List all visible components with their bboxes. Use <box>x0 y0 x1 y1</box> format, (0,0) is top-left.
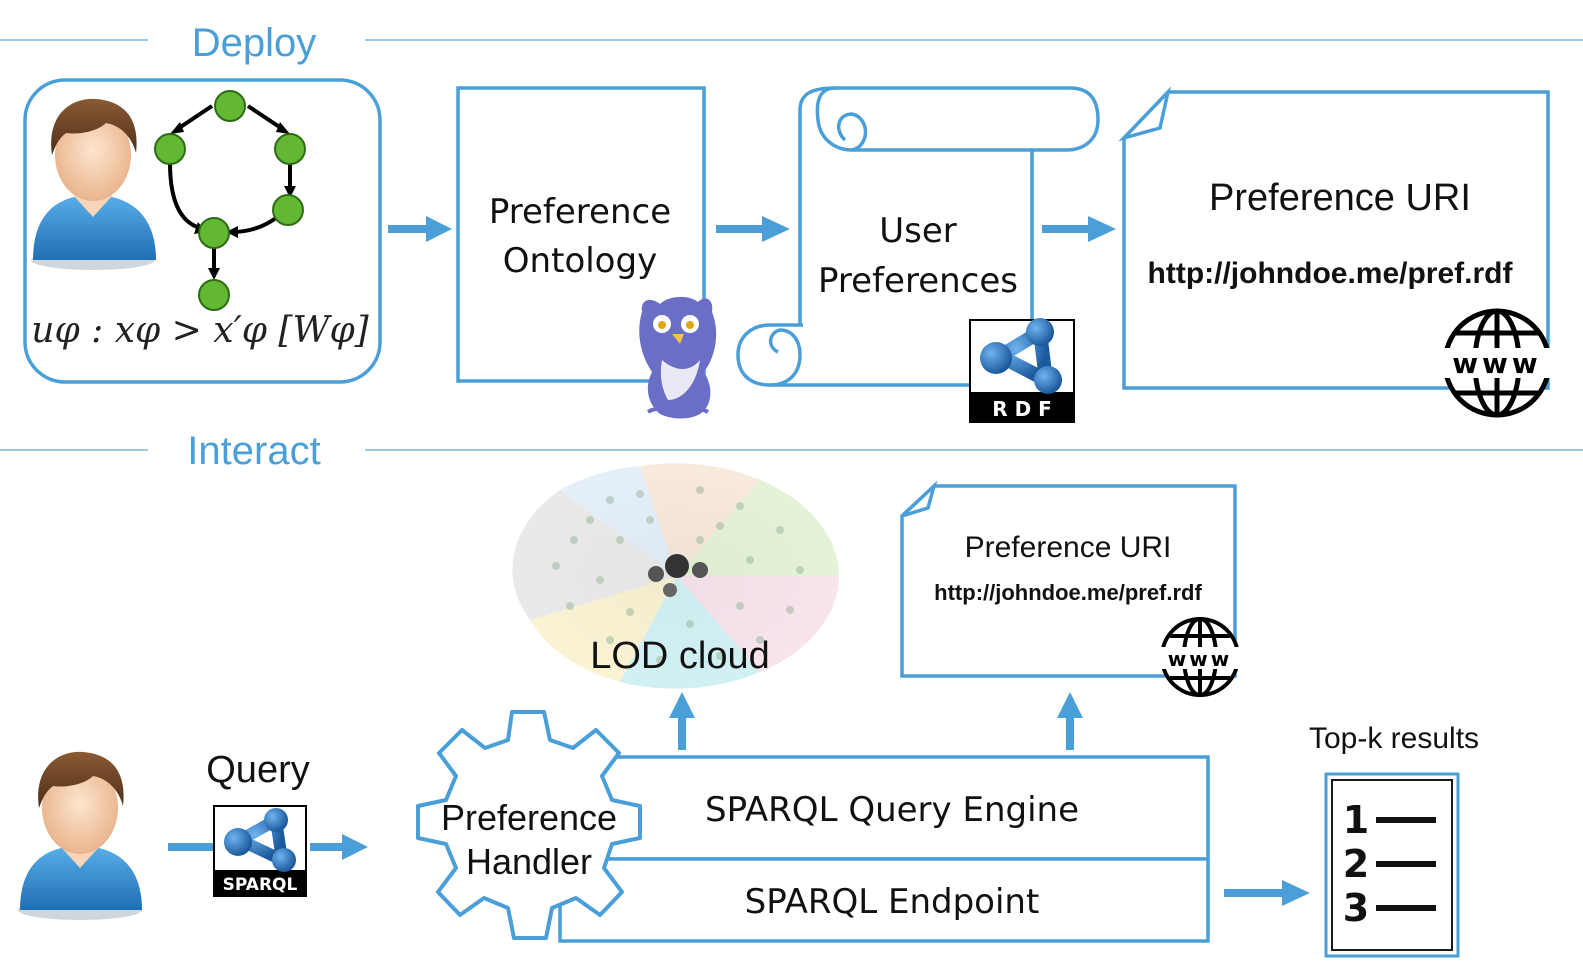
svg-text:SPARQL: SPARQL <box>223 875 298 895</box>
handler-label-line2: Handler <box>466 841 592 882</box>
user-preferences-line1: User <box>879 211 957 251</box>
topk-results-label: Top-k results <box>1309 722 1479 755</box>
query-arrow-right <box>310 834 368 860</box>
sparql-query-engine-label: SPARQL Query Engine <box>705 790 1079 830</box>
query-user-avatar-icon <box>18 751 142 920</box>
svg-text:www: www <box>1168 647 1232 671</box>
svg-text:R D F: R D F <box>992 397 1052 421</box>
user-avatar-icon <box>31 98 156 270</box>
uri-url-deploy: http://johndoe.me/pref.rdf <box>1148 257 1514 290</box>
svg-text:3: 3 <box>1343 886 1369 930</box>
results-arrow <box>1224 880 1310 906</box>
rdf-logo-icon: R D F <box>969 318 1075 423</box>
preference-uri-document-interact <box>900 480 1237 678</box>
uri-url-interact: http://johndoe.me/pref.rdf <box>934 580 1202 605</box>
user-preferences-scroll <box>736 86 1100 387</box>
user-preference-graph-box <box>23 78 382 384</box>
deploy-arrow-2 <box>716 216 790 242</box>
query-label: Query <box>206 749 309 791</box>
deploy-arrow-3 <box>1042 216 1116 242</box>
up-arrow-to-uri <box>1057 692 1083 750</box>
preference-formula: uφ : xφ > x′φ [Wφ] <box>31 310 369 351</box>
sparql-endpoint-label: SPARQL Endpoint <box>745 882 1040 922</box>
query-arrow-left <box>168 843 214 851</box>
svg-text:2: 2 <box>1343 842 1369 886</box>
www-globe-icon-interact: www <box>1158 617 1242 697</box>
deploy-arrow-1 <box>388 216 452 242</box>
preference-graph-icon <box>154 90 306 311</box>
interact-section-label: Interact <box>187 429 320 473</box>
ontology-label-line2: Ontology <box>503 241 657 281</box>
topk-list-icon: 1 2 3 <box>1324 772 1460 958</box>
handler-label-line1: Preference <box>441 797 617 838</box>
preference-handler-gear <box>416 710 642 940</box>
sparql-logo-icon: SPARQL <box>213 805 307 897</box>
uri-title-deploy: Preference URI <box>1209 177 1471 219</box>
svg-text:1: 1 <box>1343 798 1369 842</box>
svg-text:www: www <box>1452 347 1542 380</box>
www-globe-icon-deploy: www <box>1440 308 1554 418</box>
owl-logo-icon <box>639 296 717 419</box>
preference-uri-document-deploy <box>1118 86 1550 390</box>
up-arrow-to-lod <box>669 692 695 750</box>
user-preferences-line2: Preferences <box>818 261 1018 301</box>
lod-cloud-label: LOD cloud <box>590 635 770 677</box>
deploy-section-label: Deploy <box>192 21 317 65</box>
lod-cloud-graphic <box>512 463 839 689</box>
ontology-label-line1: Preference <box>489 192 671 232</box>
uri-title-interact: Preference URI <box>965 531 1172 564</box>
